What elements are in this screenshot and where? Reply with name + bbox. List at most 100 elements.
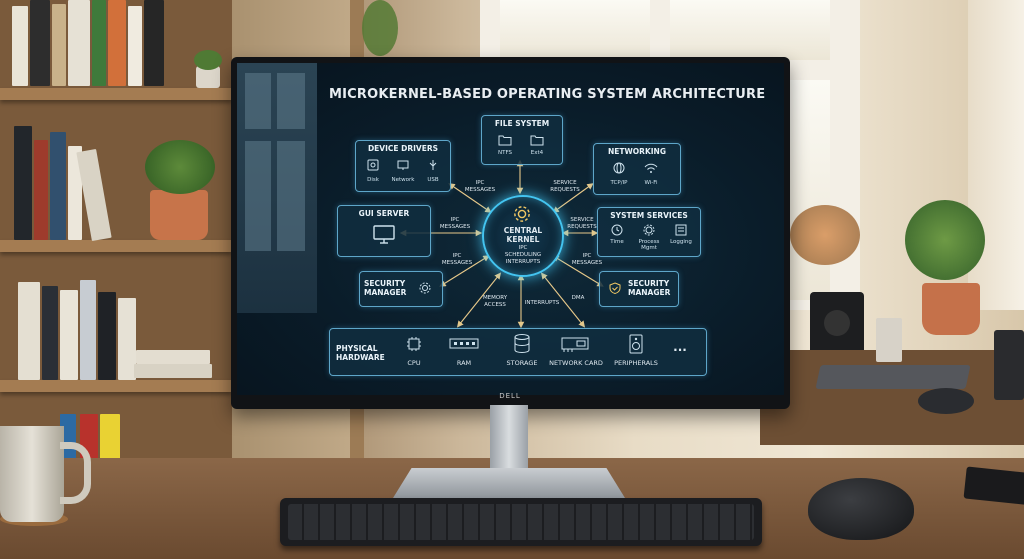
connection-label: SERVICE REQUESTS xyxy=(550,180,580,193)
book xyxy=(80,280,96,380)
node-title: SYSTEM SERVICES xyxy=(610,211,688,220)
window-pane xyxy=(670,0,830,60)
plant-pot xyxy=(922,283,980,335)
book xyxy=(118,298,136,380)
pen-cup xyxy=(876,318,902,362)
central-kernel: CENTRAL KERNEL IPC SCHEDULING INTERRUPTS xyxy=(482,195,564,277)
hanging-plant xyxy=(362,0,398,56)
gui-server-node: GUI SERVER xyxy=(337,205,431,257)
ram-icon xyxy=(449,338,479,349)
book xyxy=(60,290,78,380)
connection-label: SERVICE REQUESTS xyxy=(567,217,597,230)
book xyxy=(30,0,50,86)
network-icon xyxy=(397,160,409,170)
node-title: SECURITY MANAGER xyxy=(364,279,407,297)
book xyxy=(98,292,116,380)
book xyxy=(108,0,126,86)
keys xyxy=(288,504,754,540)
hardware-label: RAM xyxy=(456,359,472,367)
connection-lines xyxy=(399,159,604,329)
node-item: Wi-Fi xyxy=(644,180,658,186)
folder-icon xyxy=(530,135,544,146)
book xyxy=(12,6,28,86)
link-security-right xyxy=(552,255,604,287)
hardware-label: CPU xyxy=(407,359,421,367)
node-item: Logging xyxy=(670,239,692,245)
connection-label: INTERRUPTS xyxy=(524,300,560,306)
book xyxy=(42,286,58,380)
link-networking xyxy=(552,183,594,213)
node-item: Network xyxy=(391,177,415,183)
hardware-label: NETWORK CARD xyxy=(549,359,603,367)
node-title: SECURITY MANAGER xyxy=(628,279,671,297)
more-icon: ... xyxy=(673,340,687,354)
plant xyxy=(790,205,860,265)
mug-handle xyxy=(60,442,91,504)
book xyxy=(34,140,48,240)
diagram-title: MICROKERNEL-BASED OPERATING SYSTEM ARCHI… xyxy=(329,87,766,102)
disk-icon xyxy=(367,159,379,171)
book xyxy=(136,350,210,364)
node-title: DEVICE DRIVERS xyxy=(367,144,439,153)
book xyxy=(50,132,66,240)
small-pot xyxy=(196,66,220,88)
small-plant xyxy=(194,50,222,70)
plant xyxy=(145,140,215,194)
speaker-cone xyxy=(824,310,850,336)
kernel-subtitle: IPC xyxy=(518,245,528,251)
kernel-subtitle: INTERRUPTS xyxy=(505,259,541,265)
list-icon xyxy=(675,224,687,236)
gear-icon xyxy=(514,206,530,222)
monitor-stand xyxy=(490,405,528,477)
window-pane xyxy=(277,141,305,251)
node-title: PHYSICAL HARDWARE xyxy=(336,344,385,362)
book xyxy=(14,126,32,240)
window-pane xyxy=(245,73,271,129)
speaker-icon xyxy=(629,334,643,354)
plant xyxy=(905,200,985,280)
monitor-stand-base xyxy=(393,468,625,498)
kernel-subtitle: SCHEDULING xyxy=(504,252,542,258)
security-manager-right-node: SECURITY MANAGER xyxy=(599,271,679,307)
connection-label: IPC MESSAGES xyxy=(441,253,473,266)
hardware-label: STORAGE xyxy=(506,359,538,367)
device-drivers-node: DEVICE DRIVERS Disk Network USB xyxy=(355,140,451,192)
security-manager-left-node: SECURITY MANAGER xyxy=(359,271,443,307)
window-pane xyxy=(277,73,305,129)
node-title: NETWORKING xyxy=(608,147,666,156)
node-item: NTFS xyxy=(497,150,513,156)
clock-icon xyxy=(611,224,623,236)
link-dma xyxy=(540,272,586,328)
monitor-logo: DELL xyxy=(499,392,521,400)
globe-icon xyxy=(613,162,625,174)
networking-node: NETWORKING TCP/IP Wi-Fi xyxy=(593,143,681,195)
gear-icon xyxy=(419,282,431,294)
node-item: Ext4 xyxy=(530,150,544,156)
mouse xyxy=(918,388,974,414)
pen-holder xyxy=(994,330,1024,400)
book xyxy=(100,414,120,470)
monitor-screen: MICROKERNEL-BASED OPERATING SYSTEM ARCHI… xyxy=(237,63,784,395)
link-security-left xyxy=(439,255,490,287)
node-item: Time xyxy=(610,239,624,245)
connection-label: MEMORY ACCESS xyxy=(482,295,508,308)
link-device-drivers xyxy=(448,183,492,213)
book xyxy=(68,0,90,86)
window-pane xyxy=(245,141,271,251)
kernel-title: CENTRAL xyxy=(503,226,543,235)
shelf xyxy=(0,240,232,252)
node-item: TCP/IP xyxy=(610,180,628,186)
file-system-node: FILE SYSTEM NTFS Ext4 xyxy=(481,115,563,165)
window-pane xyxy=(500,0,650,60)
screen-window-reflection xyxy=(237,63,317,313)
shelf xyxy=(0,88,232,100)
connection-label: IPC MESSAGES xyxy=(464,180,496,193)
laptop xyxy=(815,365,971,389)
physical-hardware-node: PHYSICAL HARDWARE CPU RAM STORAGE NETWOR… xyxy=(329,328,707,376)
network-card-icon xyxy=(561,337,589,352)
book xyxy=(128,6,142,86)
node-item: USB xyxy=(427,177,439,183)
node-item: Disk xyxy=(367,177,379,183)
node-title: FILE SYSTEM xyxy=(494,119,550,128)
plant-pot xyxy=(150,190,208,240)
